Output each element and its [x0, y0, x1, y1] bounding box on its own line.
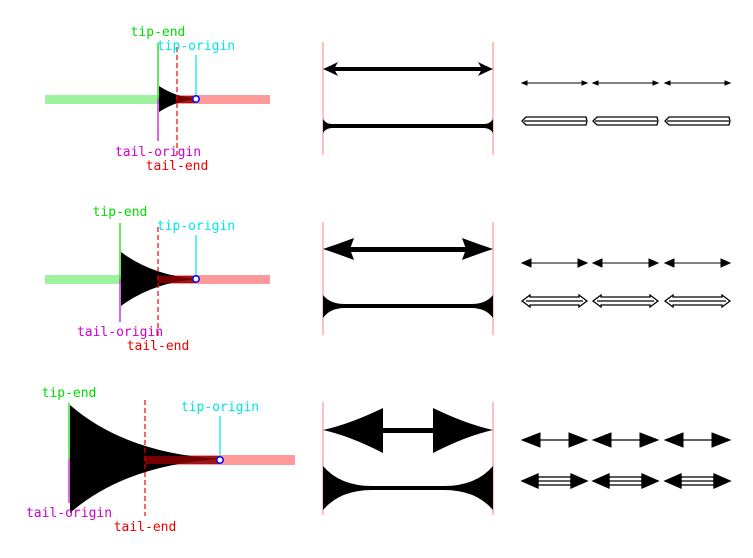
tip-end-label: tip-end [131, 25, 186, 40]
double-headed-arrow-icon [663, 432, 732, 448]
tip-end-label: tip-end [42, 386, 97, 401]
small-arrow-row-1 [520, 80, 732, 126]
double-headed-arrow-icon [323, 62, 493, 76]
double-headed-arrow-icon [663, 258, 732, 268]
hollow-double-headed-arrow-icon [520, 293, 589, 309]
tip-end-label: tip-end [93, 205, 148, 220]
hollow-double-headed-arrow-icon [521, 116, 588, 126]
shaft-red [178, 95, 270, 104]
tail-origin-label: tail-origin [26, 506, 112, 521]
origin-marker [216, 455, 225, 464]
tail-origin-label: tail-origin [77, 325, 163, 340]
double-headed-arrow-icon [323, 238, 493, 260]
double-arrow-panel-1 [322, 42, 494, 155]
tip-origin-label: tip-origin [157, 219, 235, 234]
origin-marker [192, 274, 201, 283]
hollow-double-headed-arrow-icon [663, 293, 732, 309]
tail-end-label: tail-end [127, 339, 190, 354]
tail-end-label: tail-end [146, 159, 209, 174]
tip-origin-label: tip-origin [181, 400, 259, 415]
hollow-double-headed-arrow-icon [664, 116, 731, 126]
tail-overlay [176, 96, 196, 103]
small-arrow-row-3 [520, 432, 732, 489]
hollow-double-headed-arrow-icon [591, 473, 660, 489]
origin-marker [192, 95, 201, 104]
double-arrow-panel-3 [322, 402, 494, 515]
tail-origin-label: tail-origin [115, 145, 201, 160]
double-headed-arrow-icon [591, 432, 660, 448]
double-headed-arrow-icon [520, 432, 589, 448]
double-headed-arrow-icon [323, 408, 493, 453]
double-headed-arrow-icon [520, 80, 589, 86]
shaft-green [45, 275, 121, 284]
tail-end-label: tail-end [114, 520, 177, 535]
double-headed-arrow-icon [663, 80, 732, 86]
anatomy-row-3: tip-end tip-origin tail-origin tail-end [26, 386, 295, 535]
anatomy-row-2: tip-end tip-origin tail-origin tail-end [45, 205, 270, 354]
double-headed-arrow-icon [520, 258, 589, 268]
shaft-red [158, 275, 270, 284]
small-arrow-samples [520, 80, 732, 489]
tip-origin-label: tip-origin [157, 39, 235, 54]
flared-connector-icon [323, 295, 493, 318]
hollow-double-headed-arrow-icon [663, 473, 732, 489]
hollow-double-headed-arrow-icon [592, 116, 659, 126]
hollow-double-headed-arrow-icon [520, 473, 589, 489]
small-arrow-row-2 [520, 258, 732, 309]
hollow-double-headed-arrow-icon [591, 293, 660, 309]
tail-overlay [145, 456, 220, 464]
double-headed-arrow-icon [591, 80, 660, 86]
double-headed-arrow-icon [591, 258, 660, 268]
flared-connector-icon [323, 466, 493, 510]
shaft-green [45, 95, 160, 104]
tail-overlay [158, 276, 196, 283]
double-arrow-panel-2 [322, 222, 494, 335]
flared-connector-icon [323, 119, 493, 133]
anatomy-row-1: tip-end tip-origin tail-origin tail-end [45, 25, 270, 174]
